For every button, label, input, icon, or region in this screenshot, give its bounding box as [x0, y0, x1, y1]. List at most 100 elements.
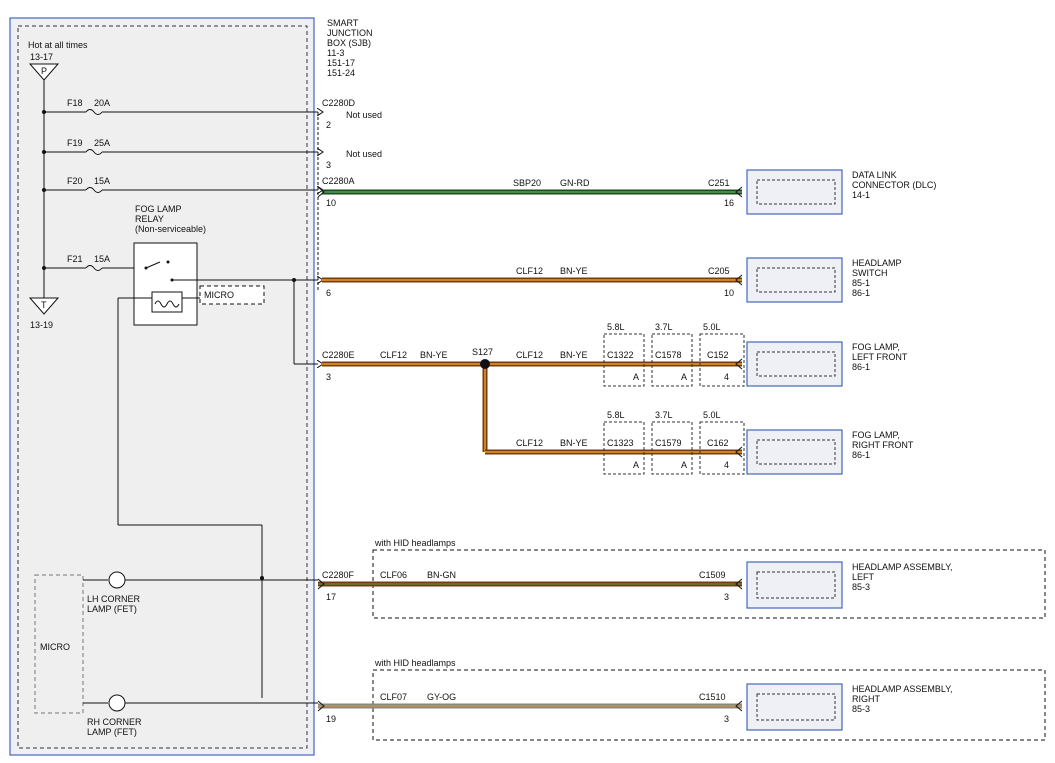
component-ref: 86-1	[852, 362, 870, 372]
fuse-id: F21	[67, 254, 83, 264]
lh-corner-lamp: LH CORNER LAMP (FET)	[83, 571, 318, 614]
connector-pin: 10	[326, 198, 336, 208]
splice-label: S127	[472, 347, 493, 357]
component-name: HEADLAMP	[852, 258, 902, 268]
component-ref: 14-1	[852, 190, 870, 200]
component-name: LEFT FRONT	[852, 352, 908, 362]
connector-id: C2280F	[322, 570, 355, 580]
sjb-title-line: 11-3	[327, 48, 344, 58]
engine-label: 5.8L	[607, 410, 625, 420]
sjb-inner-dashed	[17, 25, 308, 749]
inline-connector-id: C1578	[655, 350, 682, 360]
relay-title-line: FOG LAMP	[135, 204, 182, 214]
component-ref: 86-1	[852, 450, 870, 460]
fuse-row-f20: F20 15A	[42, 176, 318, 193]
inline-connector-id: C1579	[655, 438, 682, 448]
circuit-id: CLF07	[380, 692, 407, 702]
fuse-row-f21: F21 15A	[42, 254, 146, 271]
engine-label: 5.0L	[703, 322, 721, 332]
component-headlamp-switch: HEADLAMP SWITCH 85-1 86-1	[746, 257, 902, 303]
component-connector: C205	[708, 266, 730, 276]
component-pin: 4	[724, 372, 729, 382]
component-fog-lamp-left: FOG LAMP, LEFT FRONT 86-1	[746, 341, 908, 387]
not-used-note: Not used	[346, 149, 382, 159]
fog-lamp-relay: FOG LAMP RELAY (Non-serviceable) MICRO	[118, 204, 290, 326]
lamp-label: LAMP (FET)	[87, 727, 137, 737]
component-headlamp-right: HEADLAMP ASSEMBLY, RIGHT 85-3	[746, 683, 953, 731]
inline-pin: A	[633, 460, 639, 470]
connector-pin: 3	[326, 372, 331, 382]
connector-pin: 19	[326, 714, 336, 724]
sjb-title: SMART JUNCTION BOX (SJB) 11-3 151-17 151…	[327, 18, 373, 78]
t-symbol-icon	[28, 297, 60, 315]
component-pin: 3	[724, 592, 729, 602]
connector-id: C2280E	[322, 350, 355, 360]
connector-pin: 2	[326, 120, 331, 130]
circuit-color: BN-YE	[560, 350, 588, 360]
micro-box	[34, 574, 84, 714]
fuse-row-f19: F19 25A	[42, 138, 318, 155]
p-symbol-icon	[28, 63, 60, 81]
component-name: SWITCH	[852, 268, 888, 278]
fuse-id: F19	[67, 138, 83, 148]
component-connector: C1510	[699, 692, 726, 702]
micro-label: MICRO	[40, 642, 70, 652]
engine-label: 5.0L	[703, 410, 721, 420]
component-ref: 85-1	[852, 278, 870, 288]
component-name: DATA LINK	[852, 170, 897, 180]
ground-ref: 13-19	[30, 320, 53, 330]
not-used-note: Not used	[346, 110, 382, 120]
circuit-id: CLF12	[516, 438, 543, 448]
component-name: HEADLAMP ASSEMBLY,	[852, 562, 953, 572]
component-pin: 16	[724, 198, 734, 208]
circuit-id: SBP20	[513, 178, 541, 188]
connector-pin: 6	[326, 288, 331, 298]
engine-label: 3.7L	[655, 410, 673, 420]
component-pin: 3	[724, 714, 729, 724]
connector-id: C2280D	[322, 98, 356, 108]
inline-pin: A	[681, 460, 687, 470]
t-label: T	[41, 300, 47, 310]
component-name: LEFT	[852, 572, 875, 582]
lamp-label: LAMP (FET)	[87, 604, 137, 614]
component-dlc: DATA LINK CONNECTOR (DLC) 14-1	[746, 169, 936, 215]
component-name: CONNECTOR (DLC)	[852, 180, 936, 190]
sjb-title-line: SMART	[327, 18, 359, 28]
component-connector: C162	[707, 438, 729, 448]
fuse-row-f18: F18 20A	[42, 98, 318, 115]
lamp-label: LH CORNER	[87, 594, 141, 604]
hid-note: with HID headlamps	[374, 658, 456, 668]
component-name: FOG LAMP,	[852, 430, 900, 440]
circuit-id: CLF12	[380, 350, 407, 360]
connector-id: C2280A	[322, 176, 355, 186]
fuse-rating: 25A	[94, 138, 110, 148]
circuit-id: CLF12	[516, 350, 543, 360]
component-ref: 85-3	[852, 704, 870, 714]
component-connector: C251	[708, 178, 730, 188]
hot-label: Hot at all times	[28, 40, 88, 50]
fuse-id: F18	[67, 98, 83, 108]
relay-box	[133, 242, 198, 326]
inline-pin: A	[681, 372, 687, 382]
relay-micro-box	[199, 285, 265, 305]
component-name: HEADLAMP ASSEMBLY,	[852, 684, 953, 694]
circuit-color: BN-YE	[420, 350, 448, 360]
sjb-title-line: JUNCTION	[327, 28, 373, 38]
inline-pin: A	[633, 372, 639, 382]
circuit-id: CLF12	[516, 266, 543, 276]
relay-micro-label: MICRO	[204, 290, 234, 300]
sjb-title-line: BOX (SJB)	[327, 38, 371, 48]
p-label: P	[41, 66, 47, 76]
relay-coil	[151, 291, 183, 313]
component-headlamp-left: HEADLAMP ASSEMBLY, LEFT 85-3	[746, 561, 953, 609]
circuit-color: BN-YE	[560, 266, 588, 276]
circuit-color: GY-OG	[427, 692, 456, 702]
component-fog-lamp-right: FOG LAMP, RIGHT FRONT 86-1	[746, 429, 914, 475]
hot-ref: 13-17	[30, 52, 53, 62]
engine-label: 5.8L	[607, 322, 625, 332]
connector-pin: 3	[326, 160, 331, 170]
rh-corner-lamp: RH CORNER LAMP (FET)	[83, 694, 318, 737]
component-connector: C152	[707, 350, 729, 360]
